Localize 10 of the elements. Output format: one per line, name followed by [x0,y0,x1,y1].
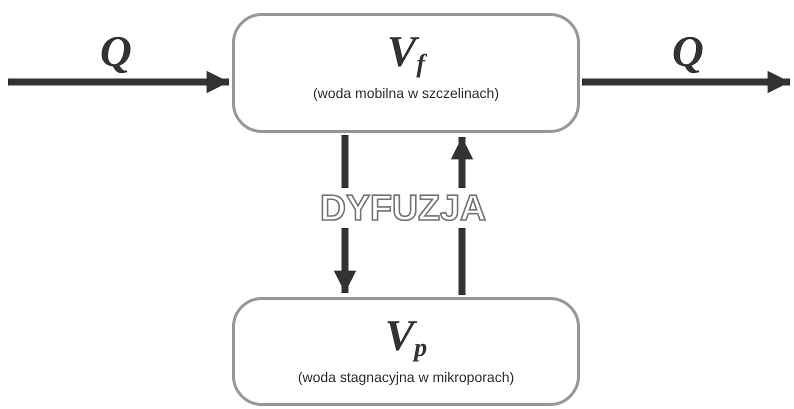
box-description: (woda stagnacyjna w mikroporach) [298,369,514,385]
volume-symbol: V$_{p}$ [384,314,428,361]
box-description: (woda mobilna w szczelinach) [313,85,499,101]
arrow [8,70,229,94]
arrow [582,70,790,94]
flow-symbol: Q [100,30,132,74]
rounded-box [232,297,580,406]
rounded-box [232,13,580,133]
flow-symbol: Q [672,30,704,74]
volume-symbol: V$_{f}$ [386,30,426,77]
